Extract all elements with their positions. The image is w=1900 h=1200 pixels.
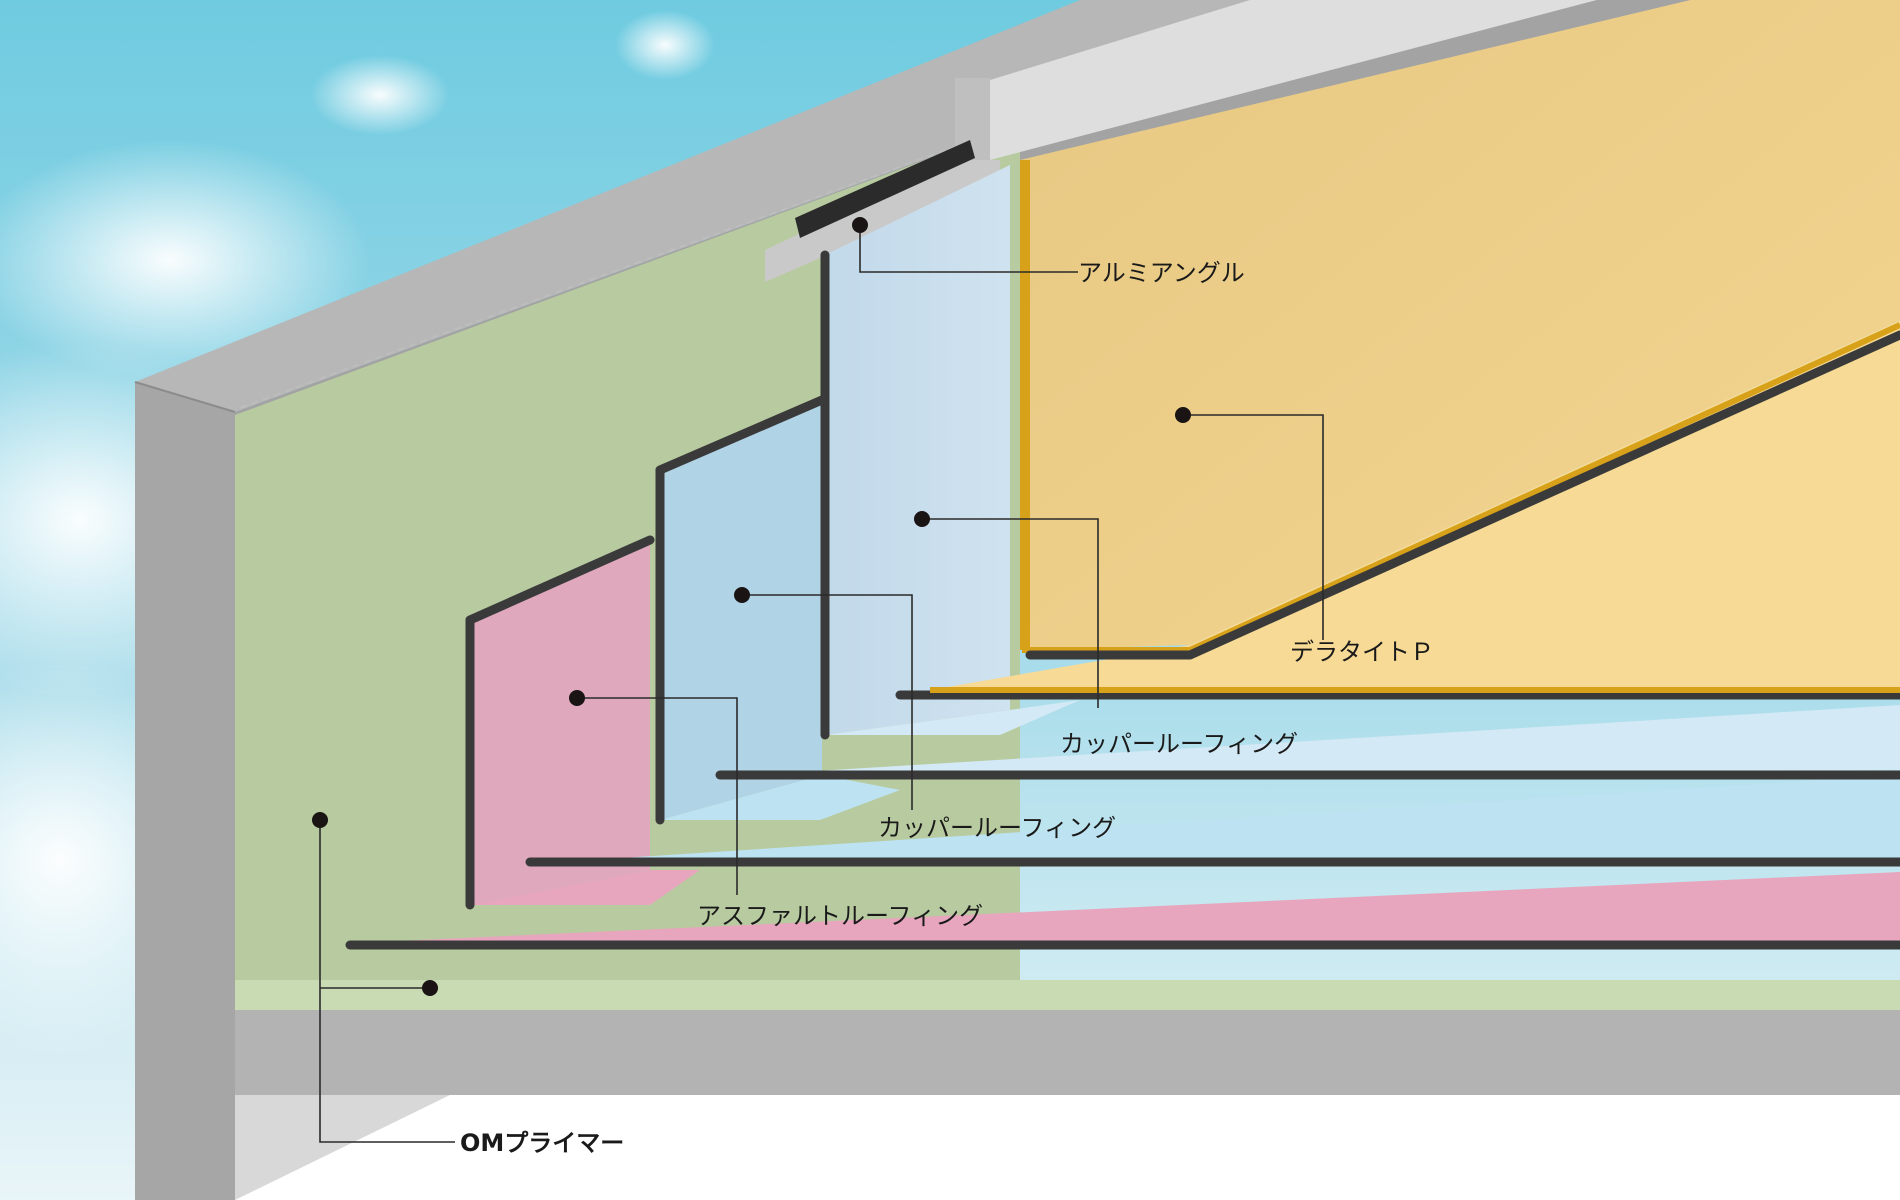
label-om-primer: OMプライマー — [460, 1129, 624, 1157]
leader-dot-icon — [734, 587, 750, 603]
leader-dot-icon — [422, 980, 438, 996]
label-asphalt-roofing: アスファルトルーフィング — [697, 902, 983, 930]
leader-dot-icon — [1175, 407, 1191, 423]
label-aluminum-angle: アルミアングル — [1078, 259, 1245, 287]
leader-dot-icon — [569, 690, 585, 706]
leader-dot-icon — [852, 217, 868, 233]
leader-dot-icon — [312, 812, 328, 828]
label-deratite-p: デラタイトＰ — [1290, 638, 1434, 666]
leader-dot-icon — [914, 511, 930, 527]
label-copper-roofing-lower: カッパールーフィング — [878, 814, 1116, 842]
label-copper-roofing-upper: カッパールーフィング — [1060, 730, 1298, 758]
